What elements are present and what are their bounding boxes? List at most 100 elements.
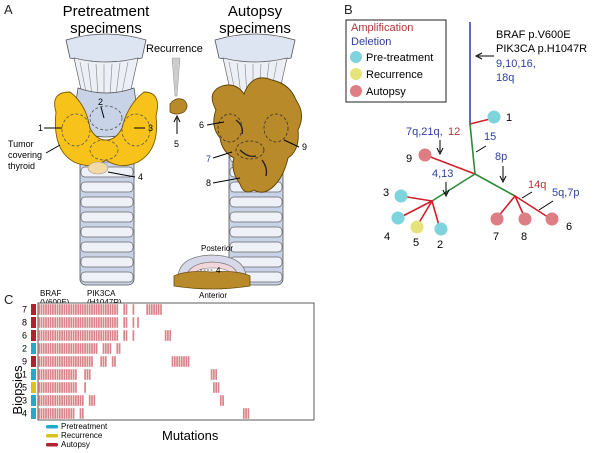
mutation-cell <box>63 395 66 406</box>
mutation-cell <box>40 304 43 315</box>
mutation-cell <box>65 369 68 380</box>
site-number-1: 1 <box>38 123 43 133</box>
mutation-cell <box>81 356 84 367</box>
mutation-cell <box>180 356 183 367</box>
mutation-cell <box>42 330 45 341</box>
mutation-cell <box>56 330 59 341</box>
mutation-cell <box>42 408 45 419</box>
mutation-cell <box>109 330 112 341</box>
mutation-cell <box>102 304 105 315</box>
autopsy-tumor-mass <box>211 77 302 193</box>
mutation-cell <box>61 343 63 354</box>
site-number-8: 8 <box>206 178 211 188</box>
legend-deletion: Deletion <box>351 36 391 48</box>
mutation-cell <box>114 356 116 367</box>
mutation-cell <box>63 369 66 380</box>
mutation-cell <box>47 330 50 341</box>
mutation-cell <box>68 330 70 341</box>
mutation-cell <box>84 304 86 315</box>
mutation-cell <box>45 395 47 406</box>
mutation-cell <box>176 356 178 367</box>
mutation-cell <box>61 382 63 393</box>
mutation-cell <box>45 317 47 328</box>
mutation-cell <box>49 317 52 328</box>
mutation-cell <box>109 317 112 328</box>
mutation-cell <box>54 330 57 341</box>
biopsies-axis-label: Biopsies <box>10 365 25 415</box>
mutation-cell <box>54 382 57 393</box>
branch-label-5q7p: 5q,7p <box>552 187 580 199</box>
mutation-cell <box>125 317 128 328</box>
mutation-cell <box>164 330 167 341</box>
biopsy-row-label: 8 <box>22 318 27 328</box>
mutation-cell <box>116 343 119 354</box>
mutation-cell <box>70 382 73 393</box>
mutation-cell <box>65 382 68 393</box>
cross-section-site-4: 4 <box>216 266 221 275</box>
biopsy-row-label: 1 <box>22 370 27 380</box>
mutation-cell <box>155 304 158 315</box>
mutation-cell <box>91 356 93 367</box>
mutation-cell <box>215 382 218 393</box>
mutation-cell <box>114 304 116 315</box>
mutation-cell <box>84 317 86 328</box>
mutation-cell <box>65 356 68 367</box>
mutation-cell <box>54 356 57 367</box>
mutation-cell <box>56 369 59 380</box>
mutation-cell <box>84 330 86 341</box>
mutation-matrix <box>38 304 250 419</box>
mutation-cell <box>72 356 75 367</box>
mutation-cell <box>88 395 91 406</box>
mutation-cell <box>178 356 181 367</box>
anterior-label: Anterior <box>199 291 227 300</box>
mutation-cell <box>58 343 61 354</box>
mutation-cell <box>65 408 68 419</box>
biopsy-group-bar <box>31 304 36 315</box>
mutation-cell <box>47 356 50 367</box>
panel-b-letter: B <box>344 2 353 17</box>
legend-c-recurrence: Recurrence <box>61 431 103 440</box>
mutation-cell <box>77 343 80 354</box>
mutation-cell <box>61 330 63 341</box>
legend-c-autopsy: Autopsy <box>61 440 90 449</box>
mutation-cell <box>45 343 47 354</box>
mutation-cell <box>68 382 70 393</box>
mutation-cell <box>187 356 190 367</box>
mutation-cell <box>68 356 70 367</box>
mutation-cell <box>98 317 100 328</box>
mutation-cell <box>70 408 73 419</box>
mutation-cell <box>93 304 96 315</box>
biopsy-row-label: 6 <box>22 331 27 341</box>
mutation-cell <box>215 369 218 380</box>
mutation-cell <box>68 317 70 328</box>
autopsy-neck-illustration <box>211 33 302 286</box>
cross-section-diagram: Posterior 4 Anterior <box>173 244 251 300</box>
phylogeny-legend: Amplification Deletion Pre-treatment Rec… <box>345 19 447 103</box>
mutation-cell <box>42 317 45 328</box>
mutation-cell <box>111 317 114 328</box>
mutation-cell <box>77 317 80 328</box>
mutation-cell <box>146 304 149 315</box>
mutation-cell <box>114 317 116 328</box>
mutation-cell <box>61 356 63 367</box>
mutation-cell <box>98 304 100 315</box>
mutation-cell <box>49 304 52 315</box>
mutation-cell <box>100 317 103 328</box>
mutation-cell <box>72 343 75 354</box>
mutation-cell <box>63 356 66 367</box>
mutation-cell <box>54 317 57 328</box>
trunk-mutation-braf: BRAF p.V600E <box>496 29 571 41</box>
mutation-cell <box>81 317 84 328</box>
mutation-cell <box>91 304 93 315</box>
mutation-cell <box>72 395 75 406</box>
mutation-cell <box>72 369 75 380</box>
mutation-cell <box>100 330 103 341</box>
mutation-cell <box>91 343 93 354</box>
mutation-cell <box>88 356 91 367</box>
mutation-cell <box>58 408 61 419</box>
mutation-cell <box>54 369 57 380</box>
leaf-label-1: 1 <box>506 112 512 124</box>
mutations-axis-label: Mutations <box>162 428 219 443</box>
mutation-cell <box>47 304 50 315</box>
biopsy-row-label: 2 <box>22 344 27 354</box>
